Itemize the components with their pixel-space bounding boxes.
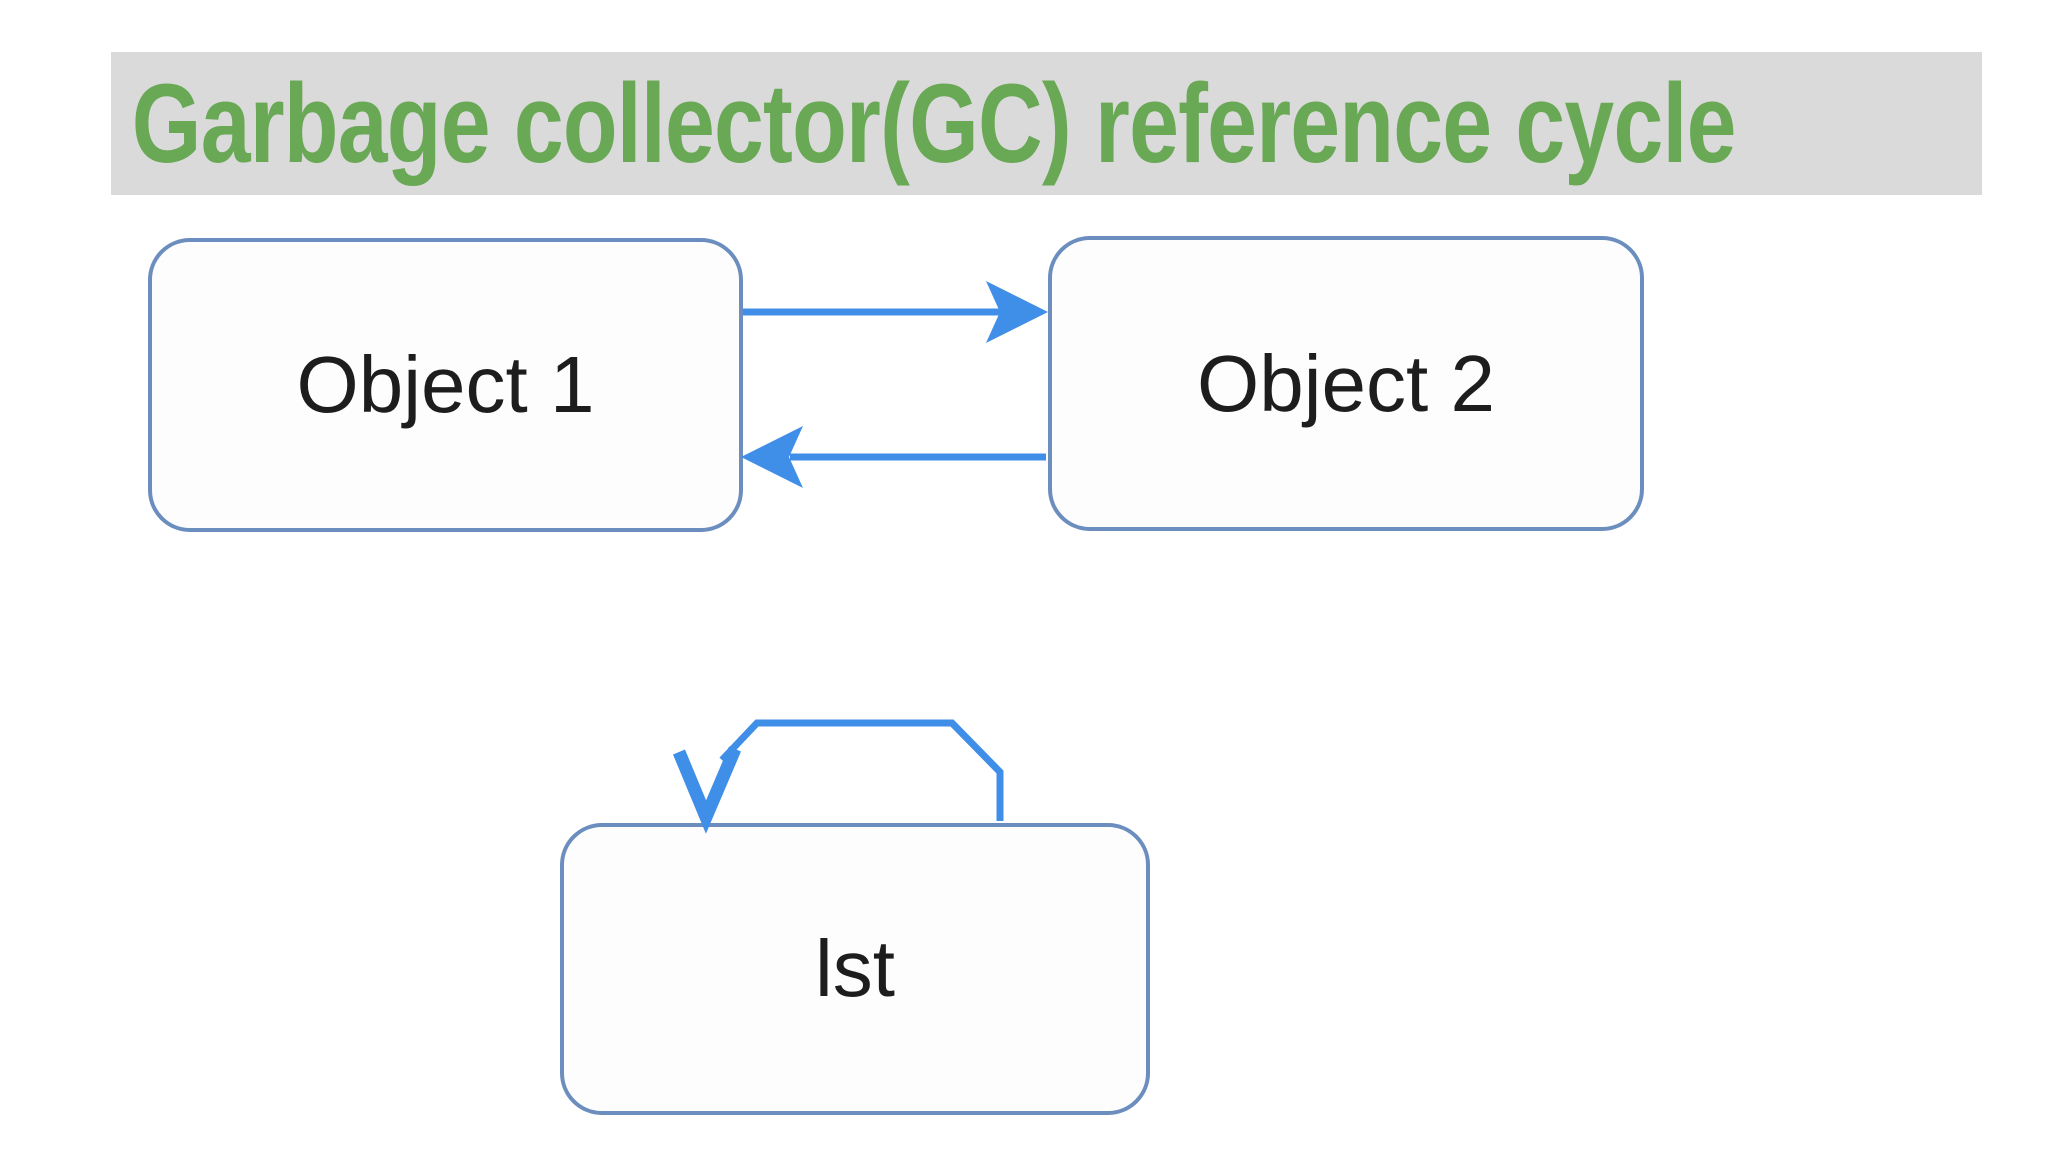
- edge-object2-to-object1-arrow: [741, 426, 1046, 488]
- edge-object1-to-object2-arrow: [743, 281, 1048, 343]
- node-lst-label: lst: [815, 924, 895, 1013]
- node-lst: lst: [560, 823, 1150, 1115]
- node-object-2: Object 2: [1048, 236, 1644, 531]
- node-object-1-label: Object 1: [296, 340, 595, 429]
- arrowhead-down-icon: [672, 746, 741, 834]
- page-title: Garbage collector(GC) reference cycle: [131, 61, 1737, 186]
- edge-lst-self-loop-arrow: [672, 719, 1004, 834]
- arrowhead-right-icon: [986, 281, 1048, 343]
- arrowhead-left-icon: [741, 426, 803, 488]
- title-bar: Garbage collector(GC) reference cycle: [111, 52, 1982, 195]
- node-object-1: Object 1: [148, 238, 743, 532]
- node-object-2-label: Object 2: [1197, 338, 1495, 428]
